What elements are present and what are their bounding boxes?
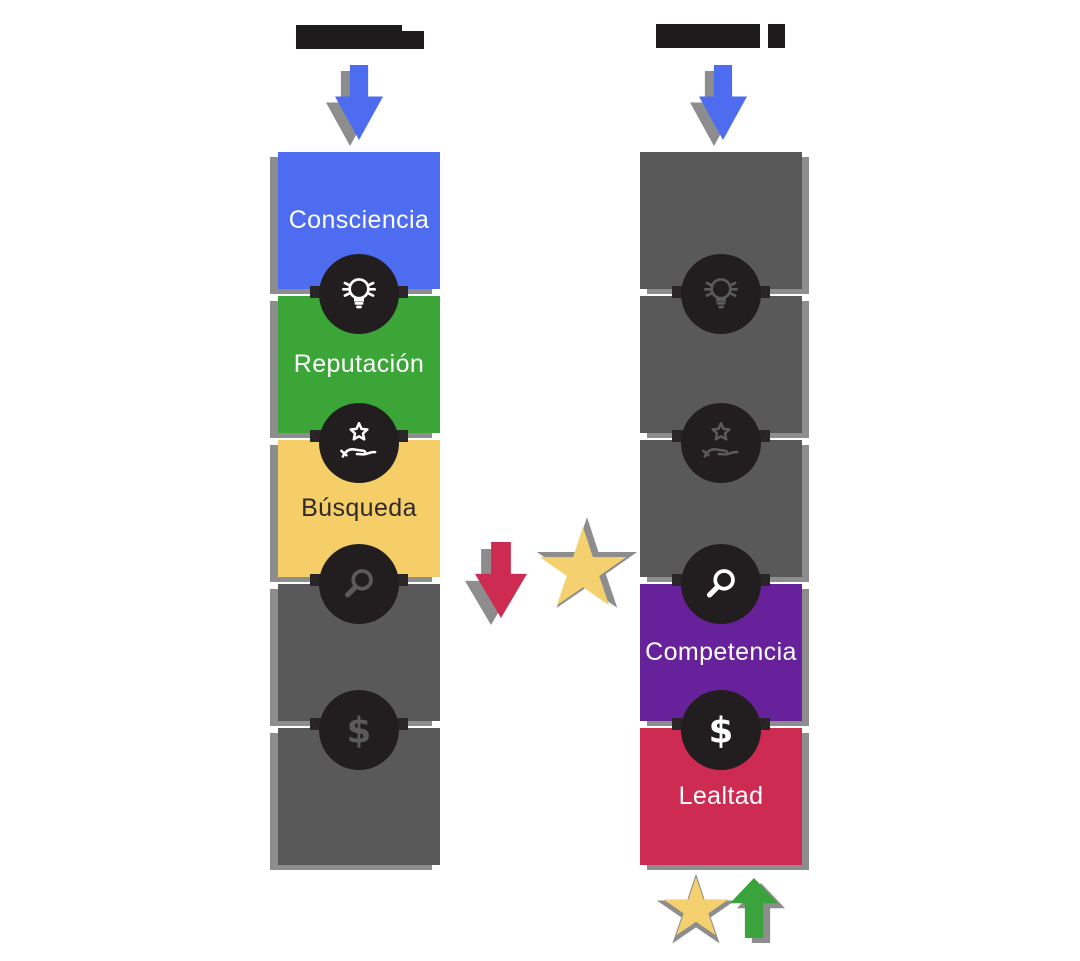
down-arrow-icon (326, 65, 383, 146)
redaction-bar (402, 31, 424, 49)
star-hand-icon (319, 403, 399, 483)
redaction-bar (656, 24, 760, 48)
redaction-bar (768, 24, 785, 48)
dollar-icon: $ (319, 690, 399, 770)
stage-label: Lealtad (678, 782, 764, 810)
stage-label: Consciencia (288, 206, 430, 234)
up-arrow-green-icon (730, 878, 785, 943)
down-arrow-red-icon (465, 542, 527, 625)
dollar-icon: $ (681, 690, 761, 770)
stage-label: Reputación (293, 350, 425, 378)
svg-text:$: $ (347, 711, 372, 752)
down-arrow-icon (690, 65, 747, 146)
magnifier-icon (681, 544, 761, 624)
lightbulb-icon (681, 254, 761, 334)
stage-label: Competencia (645, 638, 797, 666)
star-icon (656, 873, 736, 944)
star-icon (536, 517, 638, 613)
redaction-bar (296, 25, 402, 49)
magnifier-icon (319, 544, 399, 624)
svg-text:$: $ (709, 711, 734, 752)
stage-label: Búsqueda (301, 494, 417, 522)
lightbulb-icon (319, 254, 399, 334)
stage-lealtad: Lealtad (640, 728, 802, 865)
star-hand-icon (681, 403, 761, 483)
